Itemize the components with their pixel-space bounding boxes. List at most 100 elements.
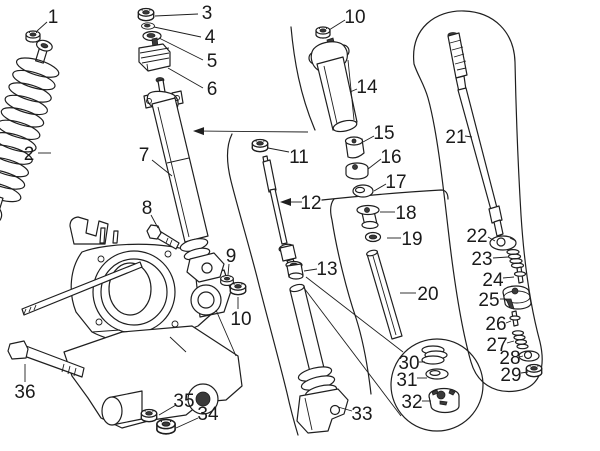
callout-label-22: 22 (466, 226, 487, 247)
callout-label-6: 6 (207, 79, 218, 100)
bush-13 (285, 260, 304, 280)
washer-28 (518, 350, 540, 362)
callout-label-35: 35 (173, 391, 194, 412)
callout-label-20: 20 (417, 284, 438, 305)
callout-label-15: 15 (373, 123, 394, 144)
bolt-8 (146, 224, 180, 250)
leader-line-6 (167, 67, 204, 89)
callout-label-18: 18 (395, 203, 416, 224)
callout-label-17: 17 (385, 172, 406, 193)
spring-23 (506, 249, 525, 269)
callout-label-33: 33 (351, 404, 372, 425)
callout-label-10: 10 (230, 309, 251, 330)
callout-label-11: 11 (289, 147, 309, 168)
callout-label-28: 28 (499, 348, 520, 369)
callout-label-10: 10 (344, 7, 365, 28)
callout-label-12: 12 (300, 193, 321, 214)
valve-24 (513, 266, 527, 284)
callout-label-25: 25 (478, 290, 499, 311)
callout-label-27: 27 (486, 335, 507, 356)
nut-10-upper (315, 26, 331, 39)
callout-label-19: 19 (401, 229, 422, 250)
shock-absorber-damper (143, 77, 225, 283)
pivot-bolt (7, 340, 85, 378)
nut-11 (251, 138, 269, 153)
callout-label-36: 36 (14, 382, 35, 403)
valve-26 (509, 310, 521, 327)
spring-washer-stack-30 (421, 345, 448, 365)
leader-line-11 (267, 147, 290, 153)
callout-label-21: 21 (445, 127, 466, 148)
leader-line-13 (303, 268, 318, 272)
arrow-head-1 (280, 198, 291, 206)
leader-line-15 (362, 135, 375, 143)
callout-label-26: 26 (485, 314, 506, 335)
shock-spring (0, 39, 60, 225)
nut-29 (525, 363, 543, 378)
leader-line-8 (150, 214, 159, 229)
leader-line-1 (36, 21, 48, 32)
washer-22 (489, 235, 517, 251)
callout-label-1: 1 (48, 7, 59, 28)
leader-line-3 (154, 13, 199, 17)
leader-line-16 (367, 158, 382, 170)
detail-circle (390, 338, 484, 432)
leader-line-22 (487, 236, 496, 242)
leader-line-9 (227, 263, 230, 276)
rubber-buffer (138, 37, 171, 72)
cone-15 (344, 136, 365, 159)
callout-label-31: 31 (396, 370, 417, 391)
nut-10-lower (229, 281, 247, 296)
leader-line-21 (464, 135, 473, 138)
inner-tube-20 (366, 249, 403, 340)
callout-layer: 1234567891010111213141516171819202122232… (14, 3, 529, 429)
callout-label-14: 14 (356, 77, 378, 98)
leader-line-34 (175, 417, 199, 429)
nut-3 (137, 7, 155, 22)
callout-label-16: 16 (380, 147, 401, 168)
leader-line-29 (520, 371, 529, 374)
callout-label-3: 3 (202, 3, 213, 24)
callout-label-5: 5 (207, 51, 218, 72)
washer-4 (141, 22, 155, 30)
arrow-head-0 (193, 127, 205, 136)
ring-19 (364, 231, 382, 243)
leader-line-33 (337, 406, 353, 412)
arrow-line-0 (203, 130, 309, 133)
leader-line-28 (518, 355, 524, 358)
leader-line-5 (158, 37, 204, 61)
spring-27 (511, 330, 529, 350)
callout-label-7: 7 (139, 145, 150, 166)
callout-label-9: 9 (226, 246, 237, 267)
callout-label-23: 23 (471, 249, 492, 270)
leader-line-26 (505, 320, 512, 324)
detail-capsule (413, 10, 543, 393)
fork-cover-tube-14 (308, 37, 358, 133)
leader-line-23 (492, 256, 509, 259)
piston-25 (502, 285, 532, 310)
leader-line-24 (502, 276, 515, 279)
callout-label-30: 30 (398, 353, 419, 374)
leader-line-35 (158, 404, 177, 416)
leader-line-7 (151, 159, 173, 177)
callout-label-34: 34 (197, 404, 219, 425)
washer-17 (352, 184, 374, 198)
washer-31 (425, 368, 449, 380)
nut-34 (156, 418, 176, 435)
locknut-32 (428, 387, 460, 414)
leader-line-17 (373, 183, 387, 192)
callout-label-24: 24 (482, 270, 504, 291)
leader-line-27 (506, 340, 515, 344)
engine-swingarm-assembly (21, 216, 243, 429)
callout-label-4: 4 (205, 27, 216, 48)
callout-label-32: 32 (401, 392, 422, 413)
callout-label-13: 13 (316, 259, 337, 280)
guide-16 (345, 162, 369, 180)
callout-label-2: 2 (24, 144, 35, 165)
group-boundary-lines (226, 26, 449, 436)
fork-leg-33 (289, 283, 349, 434)
leader-line-4 (153, 26, 202, 38)
leader-line-10 (328, 19, 346, 31)
